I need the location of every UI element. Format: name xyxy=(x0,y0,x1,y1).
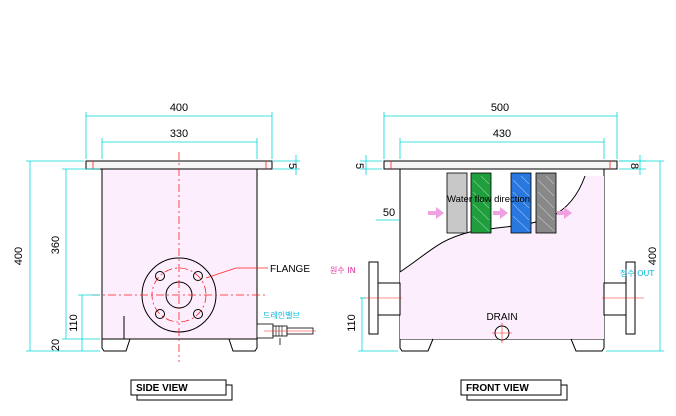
flange-leader-line xyxy=(205,267,237,279)
front-top-flange xyxy=(383,160,618,170)
flange-label: FLANGE xyxy=(270,264,310,275)
inlet-pipe xyxy=(360,261,402,335)
front-dimensions xyxy=(358,112,664,352)
drain-fitting xyxy=(492,323,512,343)
inlet-label: 원수 IN xyxy=(330,266,356,275)
front-dim-50: 50 xyxy=(383,207,395,219)
front-view-title: FRONT VIEW xyxy=(466,383,529,394)
side-dim-5: 5 xyxy=(286,163,298,169)
front-foot-right xyxy=(570,338,605,352)
front-dim-total: 400 xyxy=(647,247,659,265)
flow-arrow-1 xyxy=(428,207,444,219)
drain-label: DRAIN xyxy=(486,312,517,323)
flow-direction-label: Water flow direction xyxy=(447,194,530,205)
flow-arrow-2 xyxy=(493,207,508,219)
filter-blue xyxy=(510,172,532,234)
side-view-title: SIDE VIEW xyxy=(136,383,188,394)
side-dim-360: 360 xyxy=(50,236,62,254)
side-foot-right xyxy=(228,338,258,352)
front-foot-left xyxy=(399,338,434,352)
front-dim-500: 500 xyxy=(491,102,509,114)
side-dimensions xyxy=(26,112,300,352)
outlet-pipe xyxy=(602,261,644,335)
side-foot-left xyxy=(101,338,131,352)
front-dim-5: 5 xyxy=(353,163,365,169)
front-dim-430: 430 xyxy=(493,128,511,140)
side-dim-330: 330 xyxy=(170,128,188,140)
filter-cartridges xyxy=(446,172,557,234)
front-dim-8: 8 xyxy=(628,163,640,169)
front-view: Water flow direction 원수 IN 정수 OUT DRAIN xyxy=(330,102,664,401)
filter-green xyxy=(470,172,492,234)
flow-arrow-3 xyxy=(557,207,572,219)
flow-arrows xyxy=(428,207,572,219)
outlet-label: 정수 OUT xyxy=(620,268,654,278)
side-dim-400: 400 xyxy=(170,102,188,114)
drain-valve-label: 드레인밸브 xyxy=(263,310,300,320)
side-view: FLANGE 드레인밸브 xyxy=(13,102,316,401)
side-view-title-block: SIDE VIEW xyxy=(130,379,233,401)
side-dim-110: 110 xyxy=(68,314,80,332)
front-view-title-block: FRONT VIEW xyxy=(460,379,568,401)
filter-gray xyxy=(446,172,468,234)
side-dim-total: 400 xyxy=(13,247,25,265)
side-dim-20: 20 xyxy=(50,339,62,351)
filter-dark xyxy=(535,172,557,234)
drain-valve-assembly xyxy=(256,323,316,345)
front-dim-110: 110 xyxy=(346,314,358,332)
